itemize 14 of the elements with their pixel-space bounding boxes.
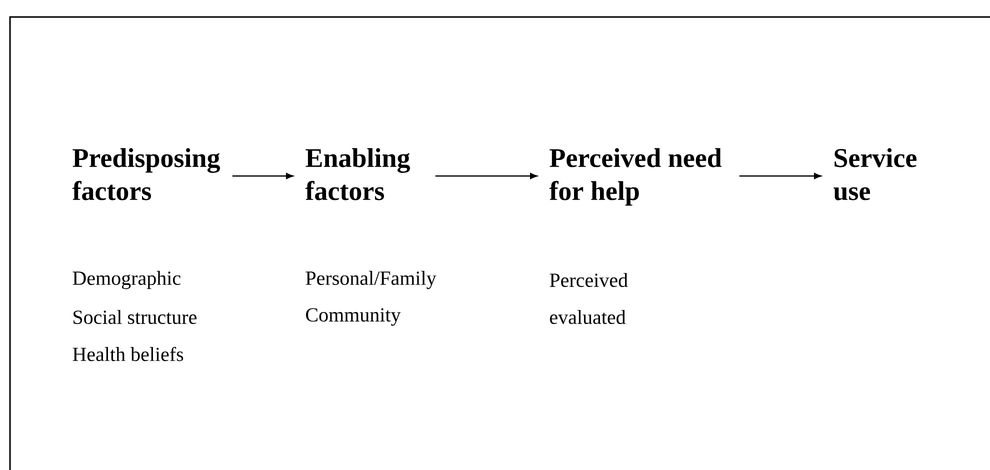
list-item: Personal/Family — [306, 270, 436, 290]
list-item: evaluated — [550, 310, 626, 324]
heading: Predisposing factors — [72, 148, 220, 200]
arrow — [739, 172, 822, 180]
arrow — [435, 172, 538, 180]
list-item: Community — [306, 308, 401, 326]
heading: Enabling factors — [305, 148, 410, 200]
list-item: Health beliefs — [72, 346, 184, 362]
list-item: Social structure — [74, 310, 196, 324]
arrow — [232, 172, 294, 180]
list-item: Demographic — [72, 270, 180, 290]
heading: Perceived need for help — [549, 148, 722, 206]
list-item: Perceived — [550, 272, 628, 288]
heading: Service use — [834, 148, 916, 200]
